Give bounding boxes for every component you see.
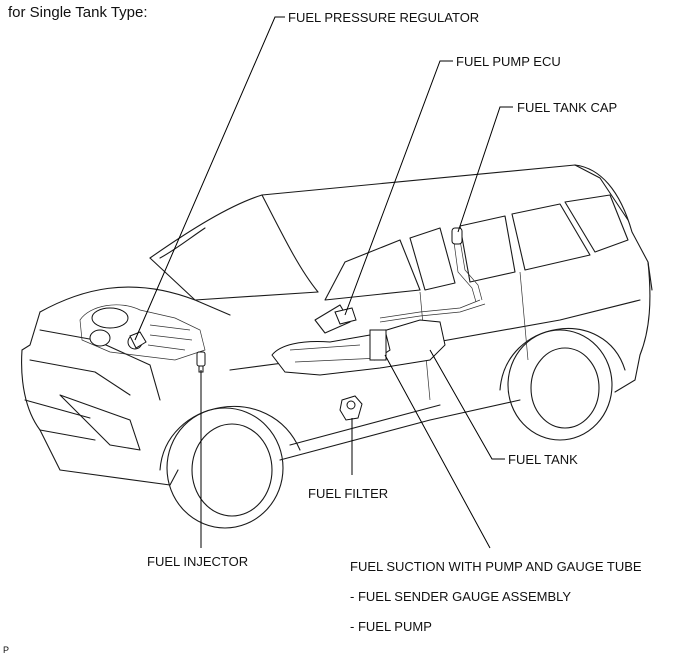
label-fuel-sender-gauge: - FUEL SENDER GAUGE ASSEMBLY (350, 589, 572, 604)
fuel-pump-ecu-part (334, 307, 357, 325)
label-fuel-injector: FUEL INJECTOR (147, 554, 249, 569)
label-fuel-tank-cap: FUEL TANK CAP (517, 100, 618, 115)
corner-mark: P (3, 645, 10, 655)
label-fuel-tank: FUEL TANK (508, 452, 578, 467)
fuel-injector-part (196, 351, 206, 373)
diagram-caption: for Single Tank Type: (8, 4, 148, 21)
label-fuel-pump: - FUEL PUMP (350, 619, 432, 634)
label-fuel-suction: FUEL SUCTION WITH PUMP AND GAUGE TUBE (350, 559, 642, 574)
label-fuel-pump-ecu: FUEL PUMP ECU (456, 54, 561, 69)
leader-lines (134, 16, 513, 549)
label-fuel-filter: FUEL FILTER (308, 486, 389, 501)
fuel-tank-assembly (271, 227, 486, 376)
label-fuel-pressure-regulator: FUEL PRESSURE REGULATOR (288, 10, 480, 25)
fuel-filter-part (339, 395, 363, 421)
engine-bay (79, 304, 206, 361)
